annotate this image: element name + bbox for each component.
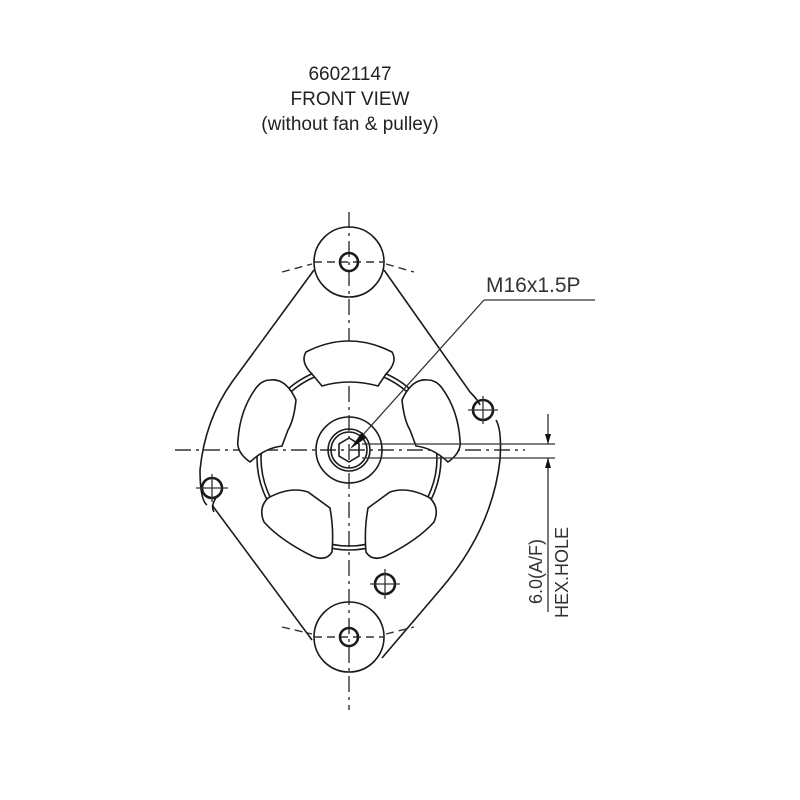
hex-hole-icon	[338, 437, 360, 463]
bottom-mounting-ear	[281, 601, 415, 673]
thread-callout: M16x1.5P	[486, 274, 581, 297]
housing-bolts	[196, 396, 498, 599]
view-note: (without fan & pulley)	[261, 114, 439, 135]
thread-leader	[350, 299, 595, 449]
vent-window-top	[303, 340, 395, 387]
bolt-right-icon	[468, 396, 498, 424]
vent-window-right	[401, 379, 462, 464]
vent-window-left	[236, 379, 297, 464]
bolt-lower-icon	[370, 569, 400, 599]
view-name: FRONT VIEW	[290, 89, 410, 110]
shaft-hub	[315, 416, 383, 484]
bolt-left-icon	[196, 474, 228, 502]
vent-window-bottom-left	[260, 489, 334, 560]
part-number: 66021147	[308, 64, 392, 85]
housing-outline	[199, 269, 502, 659]
title-block: 66021147 FRONT VIEW (without fan & pulle…	[0, 62, 700, 137]
top-bolt-hole-icon	[338, 251, 360, 273]
top-mounting-ear	[281, 226, 415, 298]
vent-window-bottom-right	[364, 489, 438, 560]
bottom-bolt-hole-icon	[338, 626, 360, 648]
hex-size-label: 6.0(A/F)	[526, 539, 546, 604]
hex-dimension	[362, 414, 555, 612]
vent-windows	[236, 340, 462, 560]
hex-hole-label: HEX.HOLE	[552, 527, 572, 618]
